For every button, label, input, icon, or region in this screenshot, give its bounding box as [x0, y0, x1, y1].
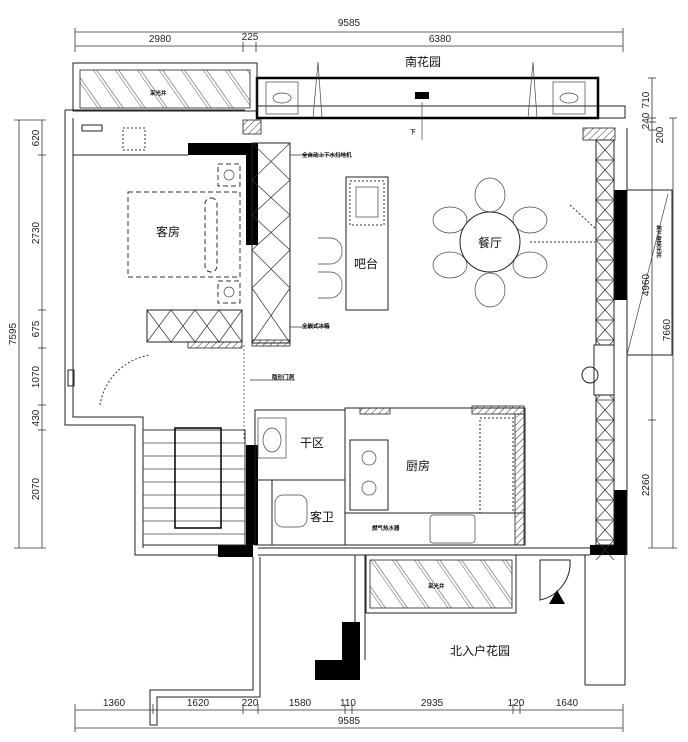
tall-cabinets: 全自动上下水扫地机 全嵌式冰箱 隐形门洞: [243, 142, 352, 440]
note-hidden-door: 隐形门洞: [272, 373, 295, 381]
dim-bottom-8: 1640: [556, 698, 579, 709]
kitchen: 厨房 燃气热水器: [344, 405, 526, 546]
dim-left-2: 2730: [31, 221, 42, 244]
nightstand-icon: [217, 280, 241, 304]
north-light-well: 采光井: [365, 554, 517, 614]
dim-right-1: 710: [641, 91, 652, 108]
sink-icon: [262, 427, 282, 453]
door-swing: [99, 354, 151, 406]
cooktop: [349, 439, 389, 511]
dim-bottom-7: 120: [508, 698, 525, 709]
right-light-well: 地下室采光井: [626, 189, 673, 356]
bar-stool: [318, 271, 343, 299]
dim-right-2: 240: [641, 112, 652, 129]
dim-left-1: 620: [31, 129, 42, 146]
label-bar: 吧台: [354, 256, 378, 271]
label-north-garden: 北入户花园: [450, 643, 510, 658]
staircase: (function(){const g=document.currentScri…: [142, 427, 246, 546]
wardrobe: [146, 309, 243, 343]
note-fridge: 全嵌式冰箱: [301, 322, 330, 330]
dim-left-3: 675: [31, 320, 42, 337]
dim-right-total: 7660: [662, 318, 673, 341]
dim-top-1: 2980: [149, 34, 172, 45]
dim-bottom-6: 2935: [421, 698, 444, 709]
left-dimensions: 7595 620 2730 675 1070 430 2070: [8, 119, 46, 549]
note-light-well-bottom: 采光井: [427, 582, 445, 590]
dim-bottom-3: 220: [242, 698, 259, 709]
dim-right-3: 200: [655, 126, 666, 143]
note-water-heater: 燃气热水器: [372, 524, 400, 532]
dim-top-total: 9585: [338, 18, 361, 29]
guest-bathroom: 干区 客卫: [254, 409, 346, 546]
label-guest-bath: 客卫: [310, 509, 334, 524]
entry-door-swing: [539, 559, 571, 601]
toilet-icon: [581, 366, 599, 384]
entry: 北入户花园: [149, 555, 626, 726]
note-light-well-top: 采光井: [149, 89, 167, 97]
note-light-well-right: 地下室采光井: [655, 224, 663, 260]
dim-top-2: 225: [242, 32, 259, 43]
bar-counter: 吧台: [318, 176, 389, 311]
label-south-garden: 南花园: [405, 54, 441, 69]
label-kitchen: 厨房: [406, 458, 430, 473]
top-left-light-well: 采光井: [72, 62, 258, 112]
dim-left-5: 430: [31, 409, 42, 426]
dim-bottom-1: 1360: [103, 698, 126, 709]
dim-right-4: 4960: [641, 273, 652, 296]
dim-bottom-4: 1580: [289, 698, 312, 709]
dining-table: 餐厅: [432, 177, 596, 308]
dim-left-total: 7595: [8, 322, 19, 345]
dim-right-5: 2260: [641, 473, 652, 496]
bottom-dimensions: 1360 1620 220 1580 110 2935 120 1640 958…: [74, 698, 624, 732]
south-garden-planter: 下: [255, 61, 626, 140]
right-wall-cabinets: (function(){const g=document.currentScri…: [581, 139, 615, 561]
dim-bottom-2: 1620: [187, 698, 210, 709]
label-dining: 餐厅: [478, 235, 502, 250]
dim-left-4: 1070: [31, 365, 42, 388]
dim-top-3: 6380: [429, 34, 452, 45]
right-dimensions: 710 240 200 4960 2260 7660: [641, 77, 677, 549]
guest-room: 客房: [81, 124, 243, 406]
dim-left-6: 2070: [31, 477, 42, 500]
note-down: 下: [410, 129, 416, 136]
entrance-arrow-icon: [549, 590, 565, 604]
note-robot-vacuum: 全自动上下水扫地机: [301, 151, 352, 159]
dim-bottom-5: 110: [340, 698, 356, 709]
label-guest-room: 客房: [156, 224, 180, 239]
radiator-icon: [81, 124, 103, 132]
top-dimensions: 9585 2980 225 6380: [74, 18, 624, 52]
sink-icon: [429, 514, 476, 544]
bed-icon: [127, 191, 241, 278]
bar-stool: [318, 237, 343, 265]
nightstand-icon: [217, 163, 241, 187]
label-dry-area: 干区: [300, 436, 324, 450]
dim-bottom-total: 9585: [338, 716, 361, 727]
toilet-icon: [274, 494, 308, 528]
